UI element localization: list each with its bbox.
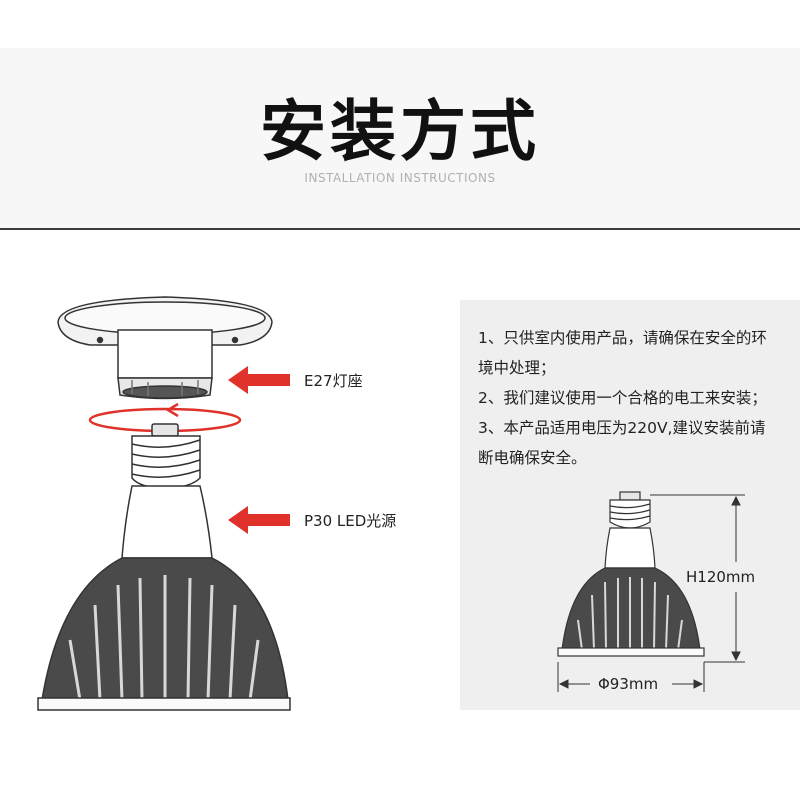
socket-arrow-icon xyxy=(228,366,290,394)
height-dimension-label: H120mm xyxy=(686,568,756,586)
dimension-bulb-illustration xyxy=(557,491,705,657)
bulb-label: P30 LED光源 xyxy=(304,512,397,530)
dimension-lines xyxy=(557,494,745,692)
instructions-text: 1、只供室内使用产品，请确保在安全的环 境中处理； 2、我们建议使用一个合格的电… xyxy=(460,300,800,480)
page-title: 安装方式 xyxy=(260,93,540,170)
instruction-line: 境中处理； xyxy=(478,359,556,377)
instruction-line: 1、只供室内使用产品，请确保在安全的环 xyxy=(478,329,767,347)
instruction-line: 断电确保安全。 xyxy=(478,449,587,467)
instruction-line: 2、我们建议使用一个合格的电工来安装； xyxy=(478,389,767,407)
page-subtitle: INSTALLATION INSTRUCTIONS xyxy=(304,171,496,185)
header-section xyxy=(0,48,800,228)
top-band xyxy=(0,0,800,48)
led-bulb-illustration xyxy=(37,423,291,711)
bulb-arrow-icon xyxy=(228,506,290,534)
lamp-holder-illustration xyxy=(57,296,273,400)
instruction-line: 3、本产品适用电压为220V,建议安装前请 xyxy=(478,419,766,437)
header-divider xyxy=(0,228,800,230)
diameter-dimension-label: Φ93mm xyxy=(598,675,659,693)
socket-label: E27灯座 xyxy=(304,372,363,390)
